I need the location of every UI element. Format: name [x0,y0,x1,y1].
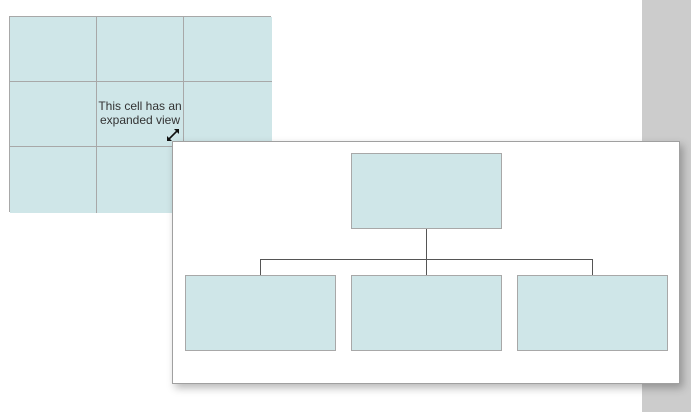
org-root-box[interactable] [351,153,502,229]
connector-child-1 [260,259,261,275]
grid-cell-1-1[interactable] [10,17,97,82]
org-child-box-3[interactable] [517,275,668,351]
grid-cell-2-2-expandable[interactable]: This cell has an expanded view [97,82,184,147]
expanded-view-popup [172,141,680,384]
grid-cell-3-1[interactable] [10,147,97,213]
grid-cell-1-3[interactable] [184,17,272,82]
grid-table: This cell has an expanded view [9,16,272,213]
connector-root-vertical [426,229,427,260]
org-child-box-2[interactable] [351,275,502,351]
grid-cell-3-2[interactable] [97,147,184,213]
grid-cell-2-3[interactable] [184,82,272,147]
expand-icon[interactable] [166,128,180,142]
org-child-box-1[interactable] [185,275,336,351]
connector-child-2 [426,259,427,275]
connector-child-3 [592,259,593,275]
cell-label: This cell has an expanded view [98,99,182,127]
grid-cell-2-1[interactable] [10,82,97,147]
grid-cell-1-2[interactable] [97,17,184,82]
